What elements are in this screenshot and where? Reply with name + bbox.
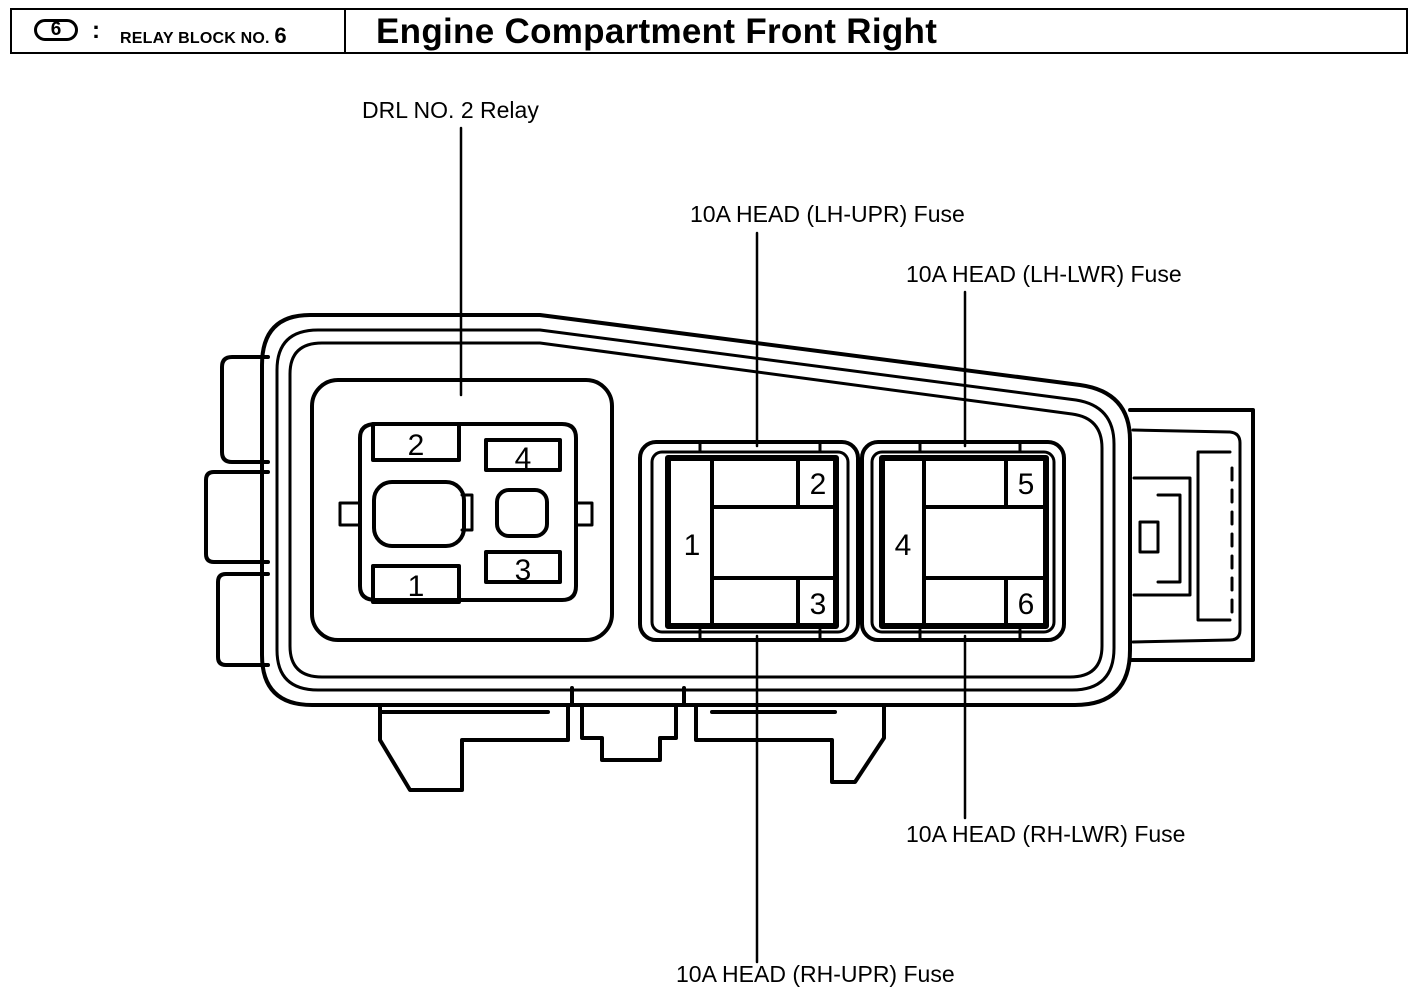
page-title: Engine Compartment Front Right	[376, 12, 938, 51]
left-fuse-holder	[638, 440, 860, 642]
header-colon: :	[92, 17, 100, 44]
block-number: 6	[274, 23, 287, 48]
drl-relay-cavity	[310, 378, 614, 642]
left-mounting-tabs	[204, 355, 270, 667]
block-label-text: RELAY BLOCK NO.	[120, 30, 270, 47]
fuse-terminal-6: 6	[1018, 588, 1035, 621]
housing-inner	[288, 341, 1104, 679]
relay-terminal-2: 2	[408, 429, 425, 462]
bottom-mounting-feet	[378, 686, 886, 792]
block-label: RELAY BLOCK NO. 6	[120, 23, 287, 49]
relay-terminal-3: 3	[515, 554, 532, 587]
label-rh-upr-fuse: 10A HEAD (RH-UPR) Fuse	[676, 961, 955, 987]
fuse-terminal-5: 5	[1018, 468, 1035, 501]
leader-lines	[459, 126, 967, 964]
left-fuse-labels: 1 2 3	[684, 468, 827, 621]
fuse-terminal-2: 2	[810, 468, 827, 501]
block-identifier: 6 : RELAY BLOCK NO. 6	[12, 10, 346, 52]
label-drl-relay: DRL NO. 2 Relay	[362, 97, 539, 123]
housing-mid	[275, 328, 1116, 692]
right-connector	[1128, 408, 1255, 662]
label-lh-upr-fuse: 10A HEAD (LH-UPR) Fuse	[690, 201, 965, 227]
fuse-terminal-4: 4	[895, 529, 912, 562]
relay-terminal-1: 1	[408, 570, 425, 603]
block-badge: 6	[34, 19, 78, 41]
relay-terminal-4: 4	[515, 442, 532, 475]
label-rh-lwr-fuse: 10A HEAD (RH-LWR) Fuse	[906, 821, 1185, 847]
label-lh-lwr-fuse: 10A HEAD (LH-LWR) Fuse	[906, 261, 1182, 287]
diagram-header: 6 : RELAY BLOCK NO. 6 Engine Compartment…	[10, 8, 1408, 54]
relay-terminal-labels: 2 4 3 1	[408, 429, 532, 603]
fuse-terminal-1: 1	[684, 529, 701, 562]
housing-outer	[260, 313, 1132, 707]
fuse-terminal-3: 3	[810, 588, 827, 621]
right-fuse-labels: 4 5 6	[895, 468, 1035, 621]
callout-labels: DRL NO. 2 Relay 10A HEAD (LH-UPR) Fuse 1…	[362, 97, 1185, 987]
right-fuse-holder	[860, 440, 1066, 642]
